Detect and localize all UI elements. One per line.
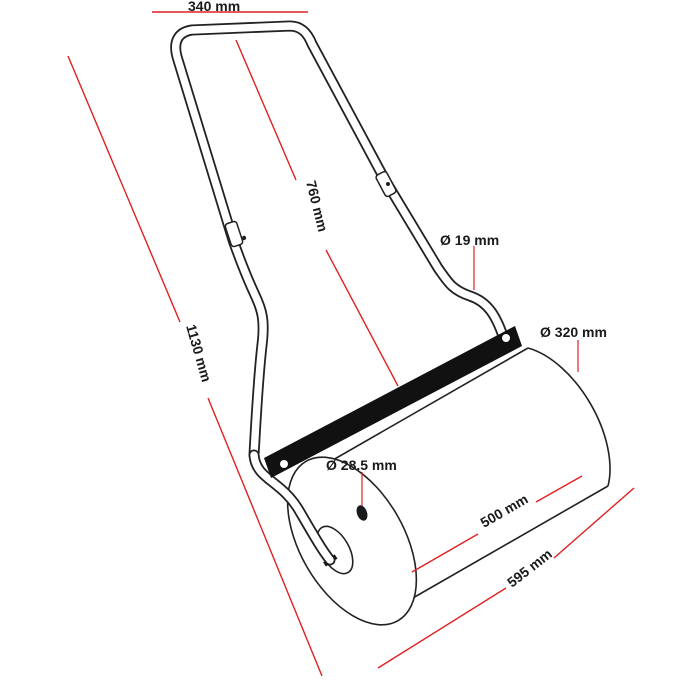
label-340mm: 340 mm [188, 0, 240, 14]
left-joint-pin [241, 235, 247, 241]
label-fill-hole-diameter: Ø 28.5 mm [326, 457, 397, 473]
left-tube-joint [224, 220, 244, 248]
length-760-line-upper [235, 39, 297, 181]
fill-hole [356, 505, 368, 521]
width-500-line-lower [411, 533, 479, 573]
right-joint-pin [386, 182, 390, 186]
bracket-bolt-right [502, 334, 510, 342]
width-500-line-upper [535, 475, 583, 503]
label-1130mm: 1130 mm [183, 322, 215, 383]
label-595mm: 595 mm [504, 546, 555, 591]
cross-bracket [264, 326, 522, 478]
handle-arm-lower [248, 449, 336, 566]
label-tube-diameter: Ø 19 mm [440, 232, 499, 248]
drum-end-cap [286, 456, 418, 626]
length-760-line-lower [325, 249, 399, 387]
dimension-lines [67, 11, 635, 677]
label-drum-diameter: Ø 320 mm [540, 324, 607, 340]
width-595-line-lower [377, 587, 507, 669]
label-760mm: 760 mm [303, 179, 331, 233]
width-595-line-upper [553, 487, 635, 559]
handle-frame [170, 20, 509, 461]
length-1130-line-upper [67, 55, 181, 323]
bracket-bolt-left [280, 460, 288, 468]
roller-drum [286, 347, 611, 626]
length-1130-line-lower [207, 397, 323, 677]
